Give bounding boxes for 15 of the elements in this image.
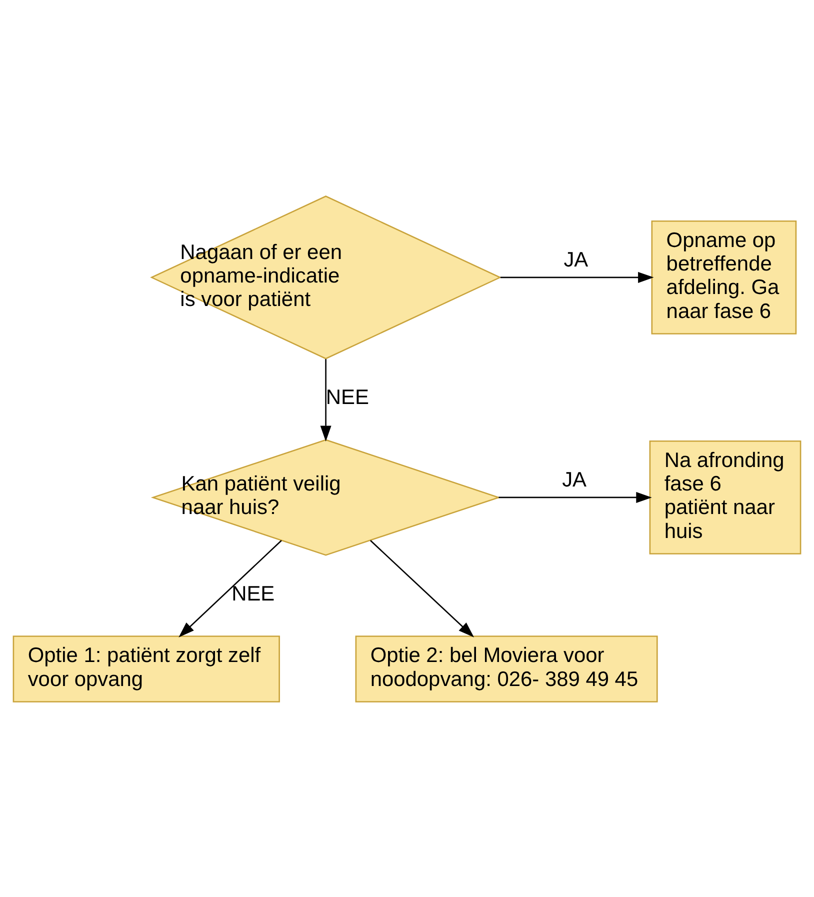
edge-label: NEE [326,386,369,409]
edge-label: NEE [232,582,275,606]
arrow [178,540,282,637]
arrow [500,271,654,282]
node-diamond: Kan patiënt veilig naar huis? [150,438,501,556]
node-box: Optie 1: patiënt zorgt zelf voor opvang [12,635,280,702]
arrow [498,491,652,502]
arrow [370,540,474,637]
edge-label: JA [562,468,587,492]
node-box: Opname op betreffende afdeling. Ga naar fase 6 [651,220,797,334]
node-diamond: Nagaan of er een opname-indicatie is voor patiënt [150,195,502,359]
arrow [320,358,332,442]
edge-label: JA [564,248,588,272]
node-box: Na afronding fase 6 patiënt naar huis [649,440,802,554]
node-box: Optie 2: bel Moviera voor noodopvang: 026- 389 49 45 [355,635,658,702]
